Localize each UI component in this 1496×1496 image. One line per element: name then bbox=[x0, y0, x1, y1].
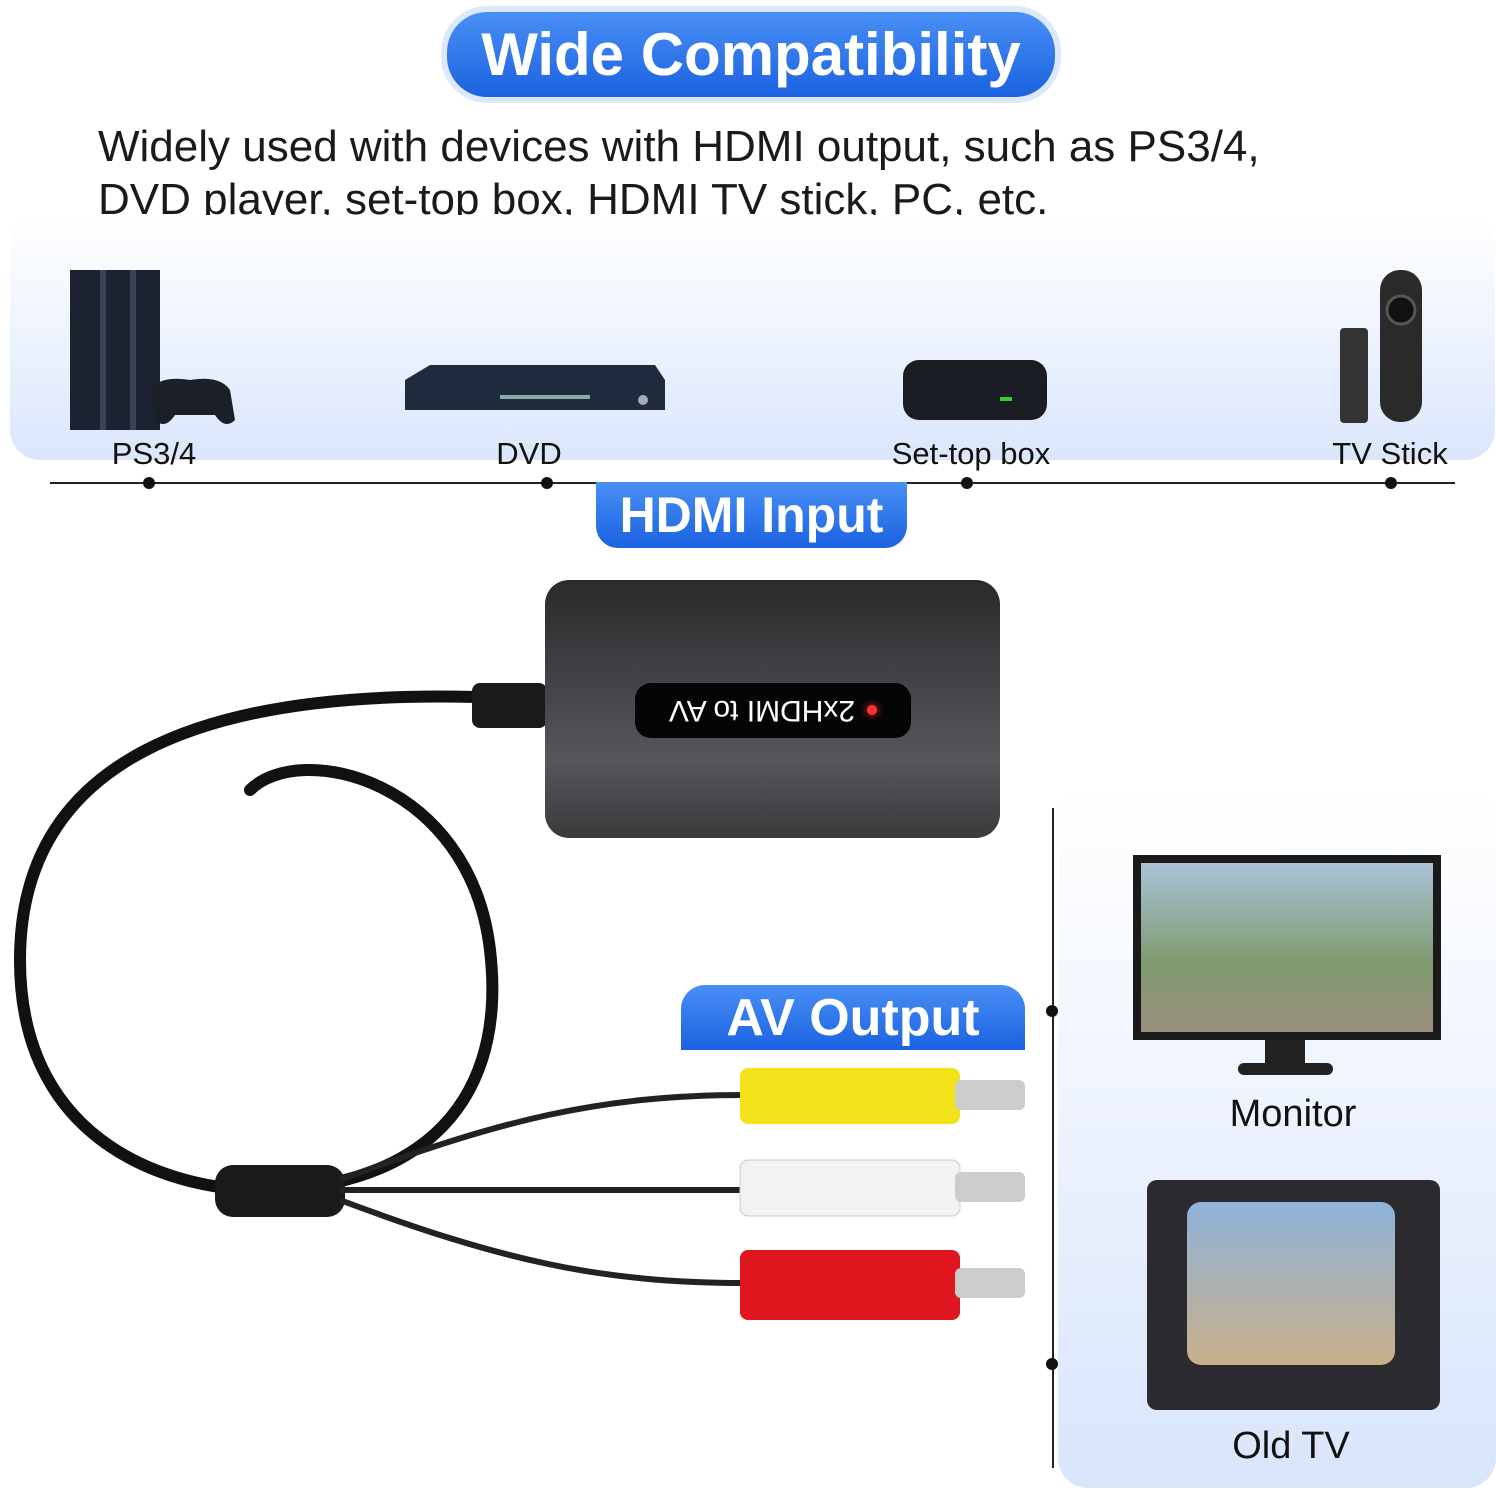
console-icon bbox=[70, 270, 235, 430]
timeline-dot bbox=[541, 477, 553, 489]
output-label-old-tv: Old TV bbox=[1232, 1425, 1350, 1467]
timeline-dot bbox=[961, 477, 973, 489]
old-tv-icon bbox=[1147, 1180, 1440, 1410]
rca-plug-yellow bbox=[740, 1068, 1025, 1124]
title-banner: Wide Compatibility bbox=[447, 12, 1055, 97]
device-label-dvd: DVD bbox=[496, 436, 562, 471]
monitor-stand bbox=[1265, 1040, 1305, 1065]
devices-panel bbox=[10, 215, 1495, 460]
output-line bbox=[1052, 808, 1054, 1468]
device-label-ps: PS3/4 bbox=[111, 436, 197, 471]
power-led-icon bbox=[867, 705, 878, 716]
device-label-plate: 2xHDMI to AV bbox=[635, 683, 911, 738]
device-label-settop: Set-top box bbox=[891, 436, 1051, 471]
monitor-base bbox=[1238, 1063, 1333, 1075]
output-dot bbox=[1046, 1358, 1058, 1370]
strain-relief bbox=[472, 683, 547, 728]
timeline-dot bbox=[143, 477, 155, 489]
rca-plug-red bbox=[740, 1250, 1025, 1320]
hdmi-input-label: HDMI Input bbox=[596, 482, 907, 548]
timeline-dot bbox=[1385, 477, 1397, 489]
rca-plug-white bbox=[739, 1159, 1025, 1217]
dvd-player-icon bbox=[405, 365, 665, 410]
subtitle-line: Widely used with devices with HDMI outpu… bbox=[98, 122, 1260, 171]
output-dot bbox=[1046, 1005, 1058, 1017]
av-output-label: AV Output bbox=[681, 985, 1025, 1050]
set-top-box-icon bbox=[903, 360, 1047, 420]
monitor-icon bbox=[1133, 855, 1441, 1040]
output-label-monitor: Monitor bbox=[1229, 1093, 1357, 1135]
device-label: 2xHDMI to AV bbox=[668, 694, 856, 728]
device-label-tvstick: TV Stick bbox=[1332, 436, 1448, 471]
tv-stick-icon bbox=[1340, 270, 1422, 423]
hdmi-to-av-converter: 2xHDMI to AV bbox=[545, 580, 1000, 838]
